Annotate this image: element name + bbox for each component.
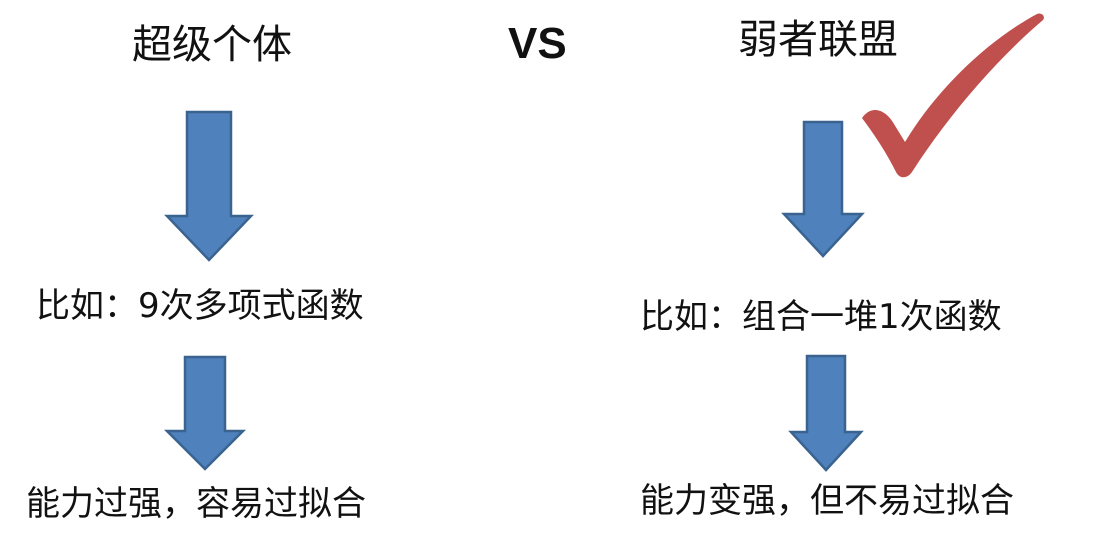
left-title: 超级个体 [132,22,292,68]
right-title: 弱者联盟 [738,17,898,63]
left-arrow-1 [164,110,254,262]
right-arrow-2 [788,354,864,472]
right-step-2: 能力变强，但不易过拟合 [640,481,1014,521]
right-step-1: 比如：组合一堆1次函数 [640,297,1002,337]
left-arrow-2 [163,355,247,471]
right-arrow-1 [781,120,865,258]
left-step-1: 比如：9次多项式函数 [36,286,364,326]
left-step-2: 能力过强，容易过拟合 [26,484,366,524]
vs-label: VS [508,19,567,68]
